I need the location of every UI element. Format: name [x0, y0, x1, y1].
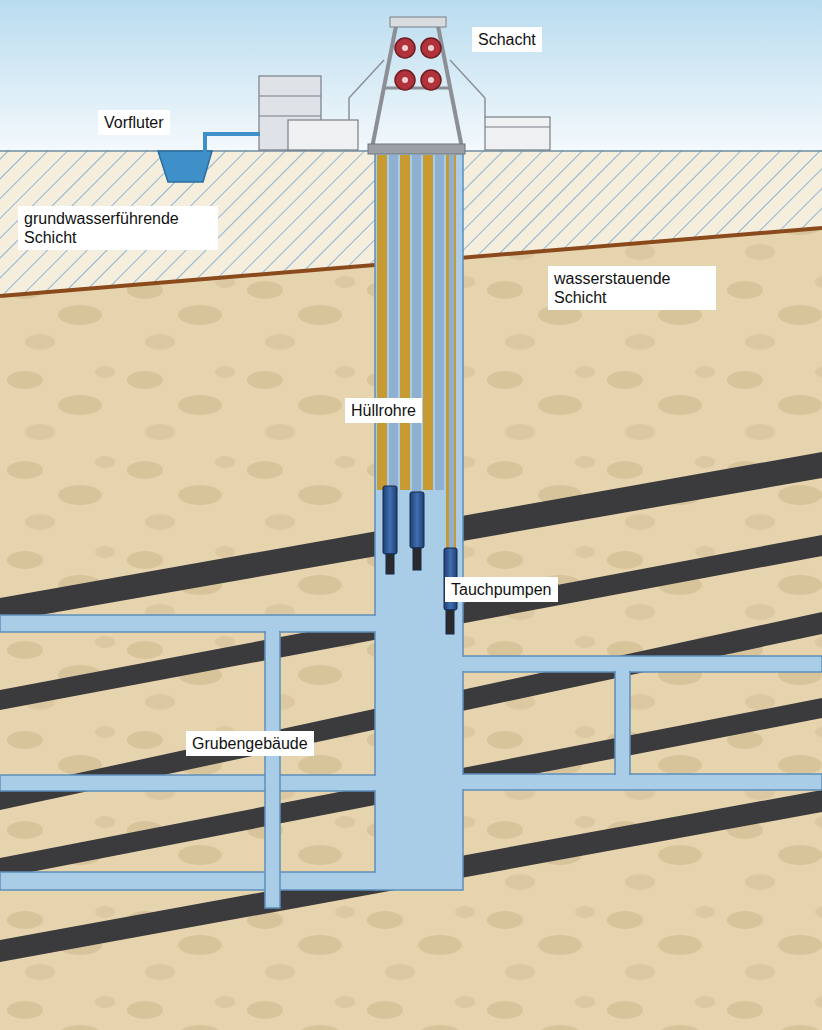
junction-fill [266, 616, 629, 893]
aquifer-label: grundwasserführende Schicht [18, 206, 218, 250]
headframe [349, 17, 485, 154]
mine-workings-label: Grubengebäude [186, 731, 314, 756]
mine-workings [0, 152, 822, 908]
shaft-label: Schacht [472, 27, 542, 52]
receiving-water-label: Vorfluter [98, 110, 170, 135]
aquitard-label: wasserstauende Schicht [548, 266, 716, 310]
submersible-pumps [383, 486, 457, 634]
discharge-pipe [205, 134, 260, 156]
pumps-label: Tauchpumpen [445, 577, 558, 602]
casing-pipes-label: Hüllrohre [345, 398, 422, 423]
rock [0, 150, 822, 1030]
sky [0, 0, 822, 152]
